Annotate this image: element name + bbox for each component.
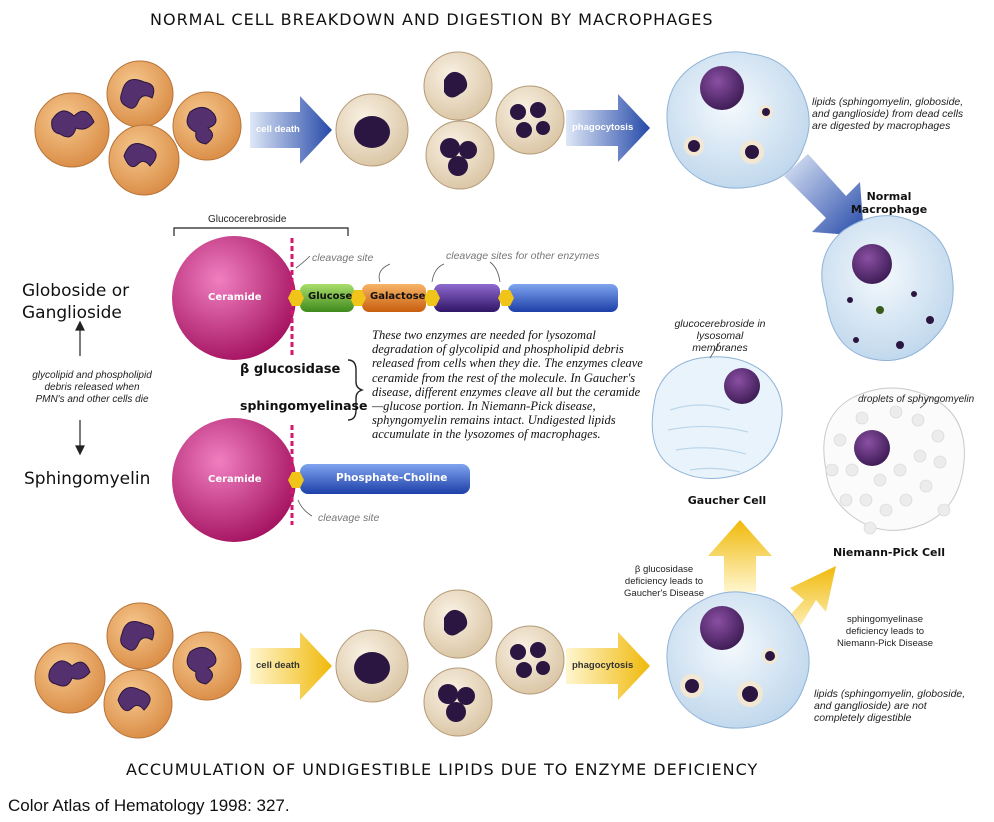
enzymes-paragraph: These two enzymes are needed for lysozom… bbox=[372, 328, 643, 442]
cell-death-arrow-bottom bbox=[250, 632, 332, 700]
glucocerebroside-membranes-note: glucocerebroside in lysosomal membranes bbox=[674, 318, 766, 354]
cell-death-label-top: cell death bbox=[256, 124, 300, 135]
lipids-digested-note: lipids (sphingomyelin, globoside, and ga… bbox=[812, 96, 964, 132]
cleavage-site-bottom: cleavage site bbox=[318, 512, 380, 524]
dead-cell-group-bottom bbox=[335, 589, 565, 737]
dead-cell-group-top bbox=[335, 51, 565, 190]
cell-death-label-bottom: cell death bbox=[256, 660, 300, 671]
globoside-label: Globoside or Ganglioside bbox=[22, 281, 130, 323]
phosphate-choline-label: Phosphate-Choline bbox=[336, 472, 448, 484]
gaucher-cell-label: Gaucher Cell bbox=[687, 494, 767, 507]
phagocytosis-arrow-bottom bbox=[566, 632, 650, 700]
cell-death-arrow-top bbox=[250, 96, 332, 164]
pmn-cell bbox=[172, 91, 242, 161]
lipids-not-digestible-note: lipids (sphingomyelin, globoside, and ga… bbox=[814, 688, 966, 724]
cleavage-sites-other: cleavage sites for other enzymes bbox=[446, 250, 600, 262]
pmn-cell bbox=[34, 92, 110, 168]
molecule-globoside bbox=[172, 236, 618, 360]
sphingo-deficiency-note: sphingomyelinase deficiency leads to Nie… bbox=[836, 614, 934, 649]
droplets-note: droplets of sphyngomyelin bbox=[858, 394, 975, 405]
galactose-label: Galactose bbox=[370, 291, 426, 302]
top-title: NORMAL CELL BREAKDOWN AND DIGESTION BY M… bbox=[150, 10, 714, 29]
debris-arrows bbox=[75, 320, 85, 456]
bottom-title: ACCUMULATION OF UNDIGESTIBLE LIPIDS DUE … bbox=[126, 760, 759, 779]
pmn-cell bbox=[106, 602, 174, 670]
beta-deficiency-note: β glucosidase deficiency leads to Gauche… bbox=[624, 564, 704, 599]
ceramide-label-bottom: Ceramide bbox=[208, 474, 262, 485]
glucocerebroside-bracket bbox=[173, 227, 349, 236]
dead-cell bbox=[495, 85, 565, 155]
to-normal-macrophage-arrow bbox=[784, 154, 864, 236]
cleavage-site-top: cleavage site bbox=[312, 252, 374, 264]
enzyme-brace bbox=[347, 359, 365, 421]
dead-cell bbox=[423, 667, 493, 737]
phagocytosis-label-bottom: phagocytosis bbox=[572, 660, 634, 671]
pmn-cell bbox=[106, 60, 174, 128]
sphingomyelinase-label: sphingomyelinase bbox=[240, 398, 368, 413]
ceramide-label-top: Ceramide bbox=[208, 292, 262, 303]
macrophage-top bbox=[666, 51, 810, 189]
dead-cell bbox=[335, 93, 409, 167]
normal-macrophage-label: Normal Macrophage bbox=[850, 190, 928, 216]
phagocytosis-arrow-top bbox=[566, 94, 650, 162]
dead-cell bbox=[335, 629, 409, 703]
glucocerebroside-header: Glucocerebroside bbox=[208, 214, 287, 225]
glycolipid-debris-note: glycolipid and phospholipid debris relea… bbox=[32, 370, 152, 405]
sphingomyelin-label: Sphingomyelin bbox=[24, 469, 151, 489]
dead-cell bbox=[423, 589, 493, 659]
pmn-cell bbox=[108, 124, 180, 196]
pmn-cell-group-top bbox=[34, 60, 242, 196]
dead-cell bbox=[423, 51, 493, 121]
pmn-cell-group-bottom bbox=[34, 602, 242, 739]
pmn-cell bbox=[34, 642, 106, 714]
phagocytosis-label-top: phagocytosis bbox=[572, 122, 634, 133]
niemann-pick-cell-label: Niemann-Pick Cell bbox=[832, 546, 946, 559]
source-caption: Color Atlas of Hematology 1998: 327. bbox=[8, 796, 290, 815]
pmn-cell bbox=[172, 631, 242, 701]
normal-macrophage bbox=[821, 215, 954, 361]
molecule-sphingomyelin bbox=[172, 418, 470, 542]
beta-glucosidase-label: β glucosidase bbox=[240, 362, 341, 377]
gaucher-cell bbox=[651, 341, 783, 479]
pmn-cell bbox=[103, 669, 173, 739]
dead-cell bbox=[495, 625, 565, 695]
niemann-pick-cell bbox=[823, 387, 965, 535]
gaucher-up-arrow bbox=[708, 520, 772, 592]
macrophage-bottom bbox=[666, 591, 810, 729]
dead-cell bbox=[425, 120, 495, 190]
glucose-label: Glucose bbox=[308, 291, 353, 302]
